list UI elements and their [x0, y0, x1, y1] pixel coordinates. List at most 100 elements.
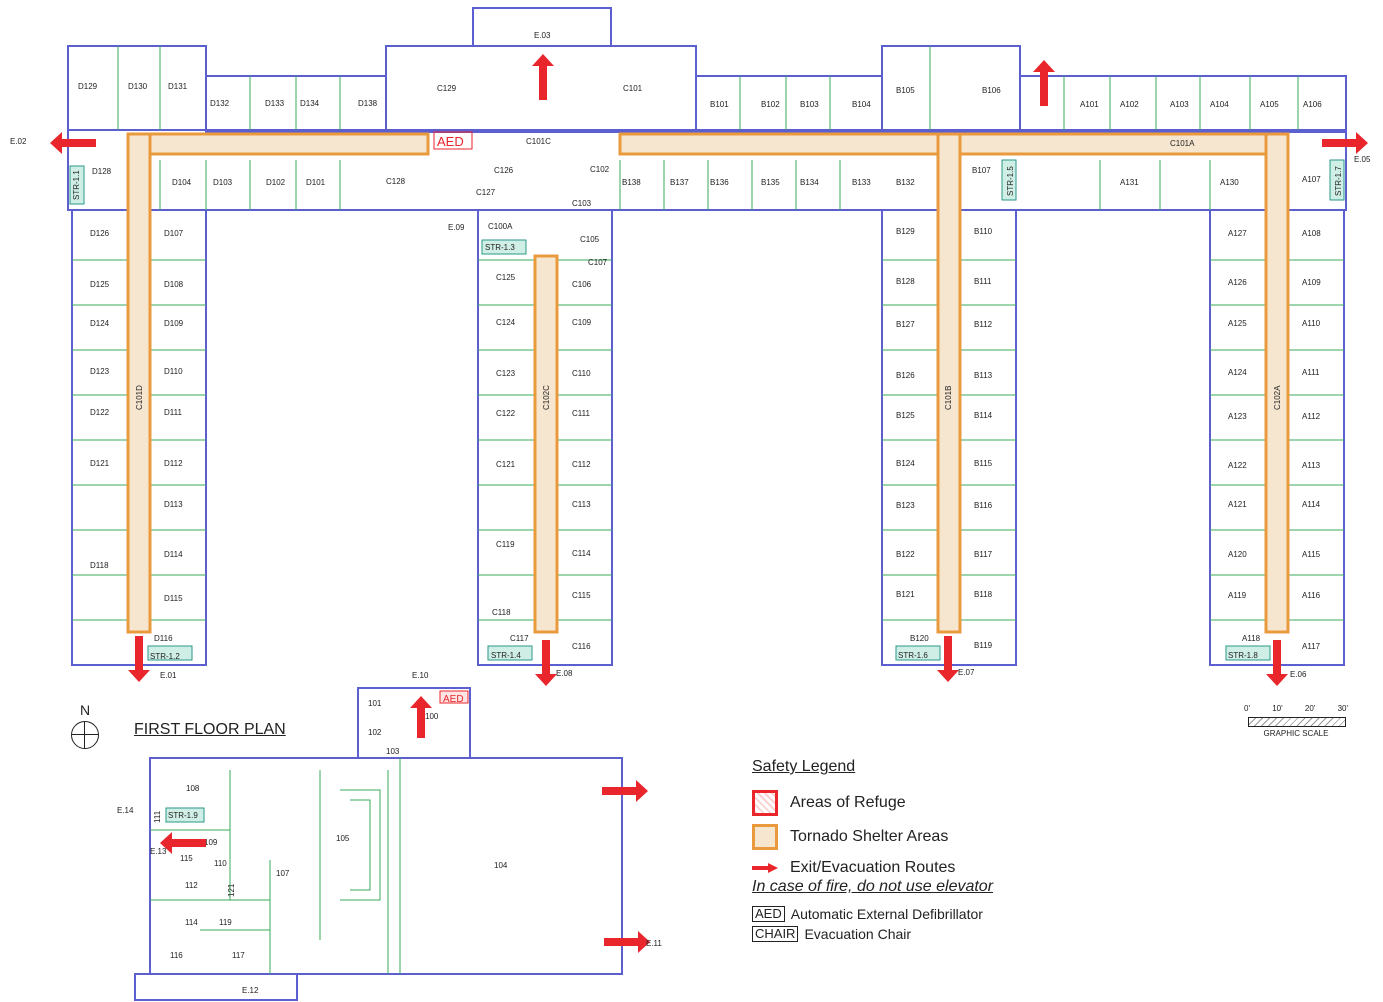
exit-labels: E.01 E.02 E.03 E.05 E.06 E.07 E.08 E.09 … — [10, 31, 1371, 995]
room-label: C127 — [476, 188, 496, 197]
exit-arrow-right — [604, 931, 650, 953]
scale-tick: 0' — [1244, 704, 1250, 713]
exit-arrows — [50, 54, 1368, 953]
room-label: C125 — [496, 273, 516, 282]
room-label: D111 — [164, 408, 182, 417]
room-label: A115 — [1302, 550, 1321, 559]
exit-label: E.10 — [412, 671, 429, 680]
stair-str-1-7 — [1329, 159, 1345, 201]
room-label: C118 — [492, 608, 511, 617]
room-label: D125 — [90, 280, 110, 289]
legend-exit-label: Exit/Evacuation Routes — [790, 859, 956, 876]
room-label: D123 — [90, 367, 110, 376]
room-label: C115 — [572, 591, 591, 600]
room-label: A103 — [1170, 100, 1189, 109]
room-label: B107 — [972, 166, 991, 175]
exit-label: E.08 — [556, 669, 573, 678]
room-label: A126 — [1228, 278, 1247, 287]
exit-arrow-up — [532, 54, 554, 100]
compass-icon — [71, 721, 99, 749]
room-label: B119 — [974, 641, 993, 650]
room-label: B117 — [974, 550, 993, 559]
room-label: B122 — [896, 550, 915, 559]
room-label: B129 — [896, 227, 915, 236]
exit-label: E.06 — [1290, 670, 1307, 679]
room-label: D112 — [164, 459, 183, 468]
room-label: D133 — [265, 99, 285, 108]
exit-label: E.07 — [958, 668, 975, 677]
room-label: 116 — [170, 951, 183, 960]
room-label: B133 — [852, 178, 871, 187]
room-label: B135 — [761, 178, 780, 187]
room-label: D114 — [164, 550, 183, 559]
room-label: 115 — [180, 854, 193, 863]
exit-arrow-left — [50, 132, 96, 154]
rooms-a-wing: A101 A102 A103 A104 A105 A106 A131 A130 … — [1080, 100, 1322, 651]
room-label: B125 — [896, 411, 915, 420]
room-label: A120 — [1228, 550, 1247, 559]
stair-label: STR-1.4 — [491, 651, 521, 660]
exit-arrow-down — [1266, 640, 1288, 686]
room-label: C102 — [590, 165, 610, 174]
room-label: A117 — [1302, 642, 1321, 651]
corridor-c101d-vertical — [126, 132, 152, 634]
aed-label: AED — [443, 694, 464, 705]
legend-tornado-label: Tornado Shelter Areas — [790, 828, 949, 845]
room-label: A112 — [1302, 412, 1321, 421]
room-label: 100 — [425, 712, 439, 721]
stair-str-1-6 — [895, 645, 941, 661]
rooms-b-wing: B101 B102 B103 B104 B105 B106 B138 B137 … — [622, 86, 1001, 650]
room-label: D134 — [300, 99, 320, 108]
room-label: B102 — [761, 100, 780, 109]
graphic-scale: 0' 10' 20' 30' GRAPHIC SCALE — [1244, 704, 1354, 738]
stair-labels: STR-1.1 STR-1.2 STR-1.3 STR-1.4 STR-1.5 … — [72, 166, 1343, 820]
room-label: A107 — [1302, 175, 1321, 184]
room-label: C122 — [496, 409, 516, 418]
exit-arrow-icon — [752, 863, 780, 873]
room-label: D104 — [172, 178, 192, 187]
room-label: B115 — [974, 459, 993, 468]
room-label: A114 — [1302, 500, 1321, 509]
room-label: C107 — [588, 258, 608, 267]
room-label: A104 — [1210, 100, 1229, 109]
room-label: C105 — [580, 235, 600, 244]
exit-arrow-up — [410, 696, 432, 738]
legend-title: Safety Legend — [752, 758, 856, 775]
room-label: D101 — [306, 178, 326, 187]
room-label: A127 — [1228, 229, 1247, 238]
room-label: B134 — [800, 178, 819, 187]
room-label: 119 — [219, 918, 232, 927]
room-label: C106 — [572, 280, 592, 289]
rooms-d-wing: D129 D130 D131 D132 D133 D134 D138 D128 … — [78, 82, 378, 643]
aed-markers: AED AED — [433, 131, 473, 705]
room-label: C101 — [623, 84, 643, 93]
legend-refuge-row: Areas of Refuge — [752, 786, 1052, 820]
room-label: 102 — [368, 728, 382, 737]
exit-label: E.13 — [150, 847, 167, 856]
room-label: B126 — [896, 371, 915, 380]
room-label: B103 — [800, 100, 819, 109]
exit-arrow-right — [1322, 132, 1368, 154]
room-label: A101 — [1080, 100, 1099, 109]
room-label: B105 — [896, 86, 915, 95]
aed-label: AED — [437, 134, 464, 149]
room-label: B128 — [896, 277, 915, 286]
room-label: A123 — [1228, 412, 1247, 421]
tornado-shelter-corridors — [126, 132, 1290, 634]
exit-label: E.01 — [160, 671, 177, 680]
corridor-label: C102C — [542, 385, 551, 410]
room-label: 114 — [185, 918, 198, 927]
room-label: 112 — [185, 881, 198, 890]
exit-label: E.05 — [1354, 155, 1371, 164]
room-label: C114 — [572, 549, 591, 558]
room-label: A105 — [1260, 100, 1279, 109]
room-label: B112 — [974, 320, 993, 329]
room-label: 110 — [214, 859, 227, 868]
room-label: B116 — [974, 501, 993, 510]
north-arrow: N — [68, 702, 102, 749]
room-label: D128 — [92, 167, 112, 176]
room-label: C123 — [496, 369, 516, 378]
room-label: B106 — [982, 86, 1001, 95]
corridor-c102a — [1264, 132, 1290, 634]
scale-tick: 30' — [1337, 704, 1348, 713]
